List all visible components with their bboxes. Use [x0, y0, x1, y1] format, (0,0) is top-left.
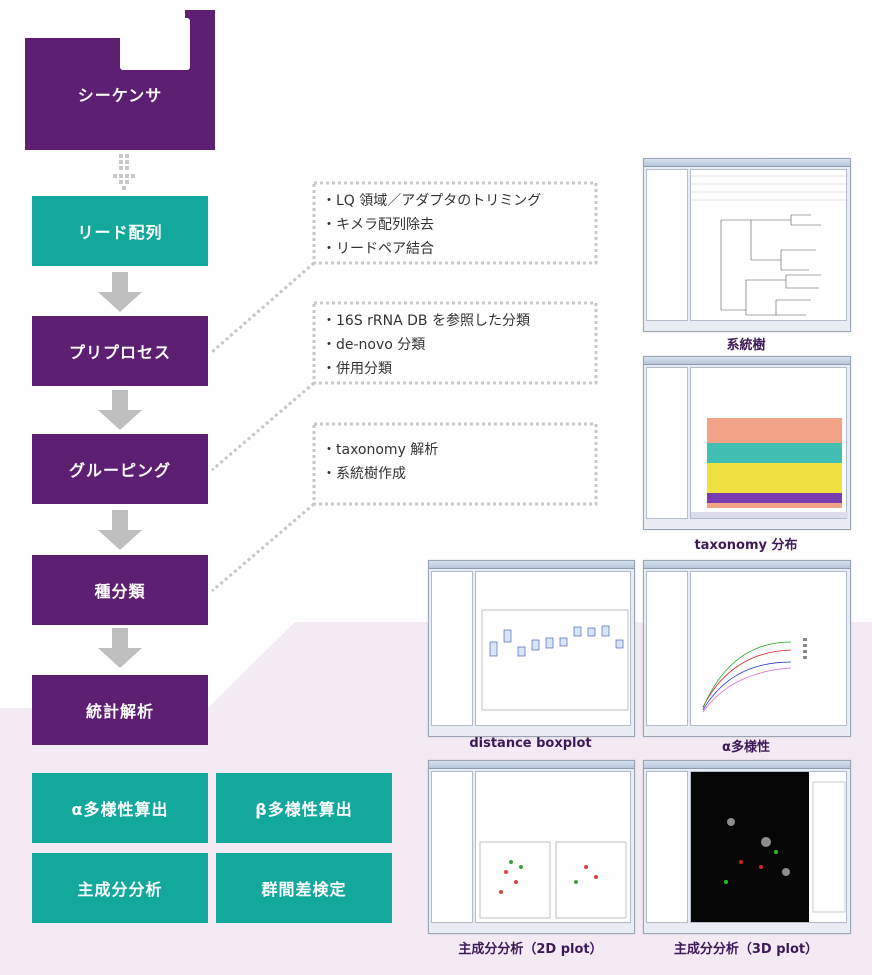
- grouping-box: グルーピング: [32, 434, 208, 504]
- boxplot-screenshot: [428, 560, 635, 737]
- pca-box: 主成分分析: [32, 853, 208, 923]
- classification-box: 種分類: [32, 555, 208, 625]
- dotted-connector: [113, 154, 135, 190]
- group-diff-test-label: 群間差検定: [261, 880, 347, 899]
- beta-diversity-label: β多様性算出: [255, 800, 353, 819]
- note-item: ・系統樹作成: [322, 466, 406, 482]
- pca-3d-caption: 主成分分析（3D plot）: [673, 942, 819, 957]
- note-item: ・併用分類: [322, 361, 392, 377]
- preprocess-notes: ・LQ 領域／アダプタのトリミング ・キメラ配列除去 ・リードペア結合: [322, 189, 541, 261]
- tree-caption: 系統樹: [726, 338, 766, 353]
- stacked-bar-chart-icon: [691, 418, 848, 518]
- alpha-diversity-label: α多様性算出: [71, 800, 169, 819]
- note-item: ・キメラ配列除去: [322, 217, 434, 233]
- note-item: ・de-novo 分類: [322, 337, 426, 353]
- stats-box: 統計解析: [32, 675, 208, 745]
- read-sequence-label: リード配列: [77, 223, 163, 242]
- arrow-down-icon: [98, 628, 142, 668]
- phylo-tree-icon: [691, 175, 848, 316]
- rarefaction-chart-icon: [702, 638, 807, 713]
- boxplot-caption: distance boxplot: [469, 736, 592, 751]
- taxonomy-caption: taxonomy 分布: [694, 538, 798, 553]
- sequencer-box: シーケンサ: [25, 10, 215, 156]
- stats-label: 統計解析: [85, 702, 154, 721]
- preprocess-box: プリプロセス: [32, 316, 208, 386]
- grouping-label: グルーピング: [68, 461, 171, 480]
- boxplot-chart-icon: [481, 609, 629, 711]
- group-diff-test-box: 群間差検定: [216, 853, 392, 923]
- pca-label: 主成分分析: [77, 880, 163, 899]
- arrow-down-icon: [98, 390, 142, 430]
- scatter-plot-icon: [479, 841, 627, 919]
- alpha-caption: α多様性: [722, 740, 770, 755]
- beta-diversity-box: β多様性算出: [216, 773, 392, 843]
- arrow-down-icon: [98, 510, 142, 550]
- pca-2d-caption: 主成分分析（2D plot）: [458, 942, 603, 957]
- alpha-screenshot: [643, 560, 851, 737]
- note-item: ・16S rRNA DB を参照した分類: [322, 313, 530, 329]
- classification-notes: ・taxonomy 解析 ・系統樹作成: [322, 438, 438, 486]
- tree-screenshot: [643, 158, 851, 332]
- note-item: ・taxonomy 解析: [322, 442, 439, 458]
- preprocess-label: プリプロセス: [68, 343, 171, 362]
- note-item: ・LQ 領域／アダプタのトリミング: [322, 193, 542, 209]
- arrow-down-icon: [98, 272, 142, 312]
- note-item: ・リードペア結合: [322, 241, 434, 257]
- sequencer-label: シーケンサ: [77, 86, 163, 105]
- classification-label: 種分類: [94, 582, 146, 601]
- pca-3d-screenshot: [643, 760, 851, 934]
- alpha-diversity-box: α多様性算出: [32, 773, 208, 843]
- pca-2d-screenshot: [428, 760, 635, 934]
- read-sequence-box: リード配列: [32, 196, 208, 266]
- grouping-notes: ・16S rRNA DB を参照した分類 ・de-novo 分類 ・併用分類: [322, 309, 530, 381]
- sequencer-icon: [25, 10, 215, 156]
- taxonomy-screenshot: [643, 356, 851, 530]
- 3d-plot-icon: [691, 772, 846, 922]
